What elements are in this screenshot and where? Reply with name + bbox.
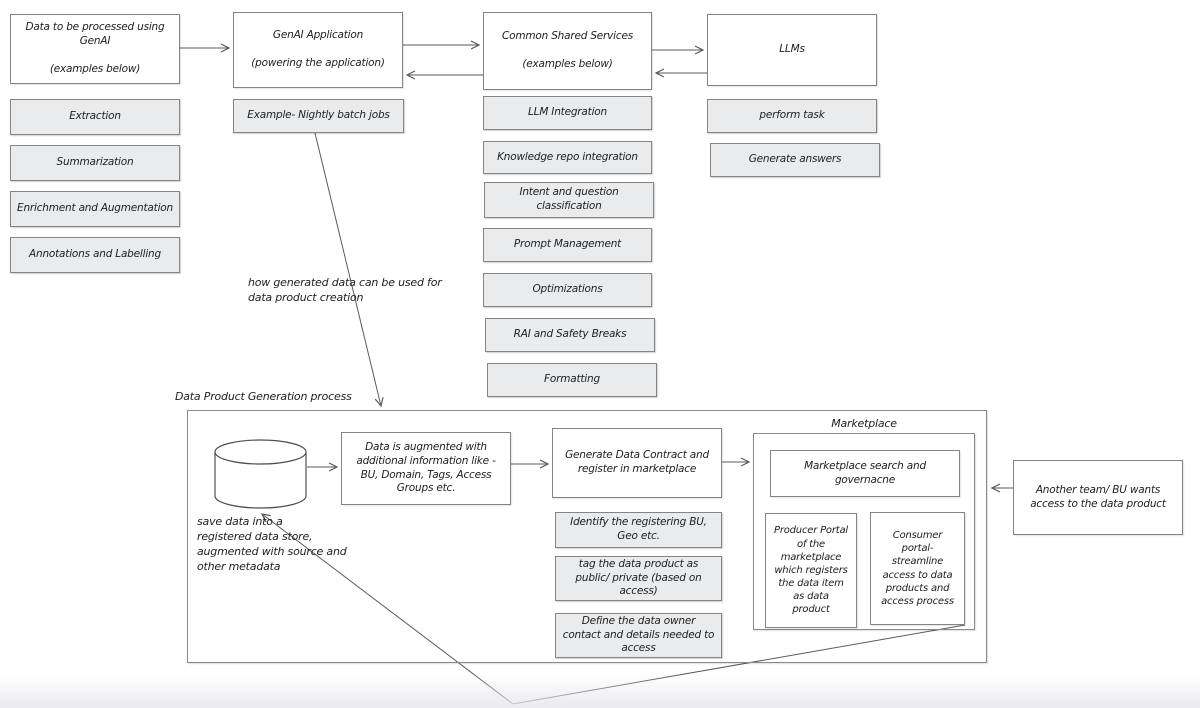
node-service-intent-classification: Intent and question classification (484, 182, 654, 218)
node-service-formatting: Formatting (487, 363, 657, 397)
frame-data-product-process (187, 410, 987, 663)
node-step-define-owner: Define the data owner contact and detail… (555, 613, 722, 658)
node-data-source: Data to be processed using GenAI (exampl… (10, 14, 180, 84)
node-example-extraction: Extraction (10, 99, 180, 135)
node-augment-data: Data is augmented with additional inform… (341, 432, 511, 505)
node-service-llm-integration: LLM Integration (483, 96, 652, 130)
arrow-batchjobs-to-process (314, 132, 384, 408)
node-llm-generate-answers: Generate answers (710, 143, 880, 177)
node-generate-data-contract: Generate Data Contract and register in m… (552, 428, 722, 498)
node-service-optimizations: Optimizations (483, 273, 652, 307)
database-cylinder-icon (214, 439, 307, 509)
node-llm-perform-task: perform task (707, 99, 877, 133)
node-example-summarization: Summarization (10, 145, 180, 181)
node-producer-portal: Producer Portal of the marketplace which… (765, 513, 857, 628)
node-llms: LLMs (707, 14, 877, 86)
note-generated-data-usage: how generated data can be used for data … (248, 276, 442, 304)
node-example-enrichment: Enrichment and Augmentation (10, 191, 180, 227)
node-step-tag-product: tag the data product as public/ private … (555, 556, 722, 601)
node-service-prompt-management: Prompt Management (483, 228, 652, 262)
node-common-shared-services: Common Shared Services (examples below) (483, 12, 652, 90)
node-service-knowledge-repo: Knowledge repo integration (483, 141, 652, 174)
label-data-product-process: Data Product Generation process (175, 390, 352, 403)
node-consumer-portal: Consumer portal- streamline access to da… (870, 512, 965, 625)
note-save-data: save data into a registered data store, … (197, 515, 347, 573)
node-example-annotations: Annotations and Labelling (10, 237, 180, 273)
node-genai-application: GenAI Application (powering the applicat… (233, 12, 403, 88)
node-step-identify-bu: Identify the registering BU, Geo etc. (555, 512, 722, 548)
node-another-team: Another team/ BU wants access to the dat… (1013, 460, 1183, 535)
node-service-rai-safety: RAI and Safety Breaks (485, 318, 655, 352)
label-marketplace: Marketplace (831, 417, 897, 430)
frame-marketplace (753, 433, 975, 630)
node-example-nightly-batch-jobs: Example- Nightly batch jobs (233, 99, 404, 133)
node-marketplace-search: Marketplace search and governacne (770, 450, 960, 497)
